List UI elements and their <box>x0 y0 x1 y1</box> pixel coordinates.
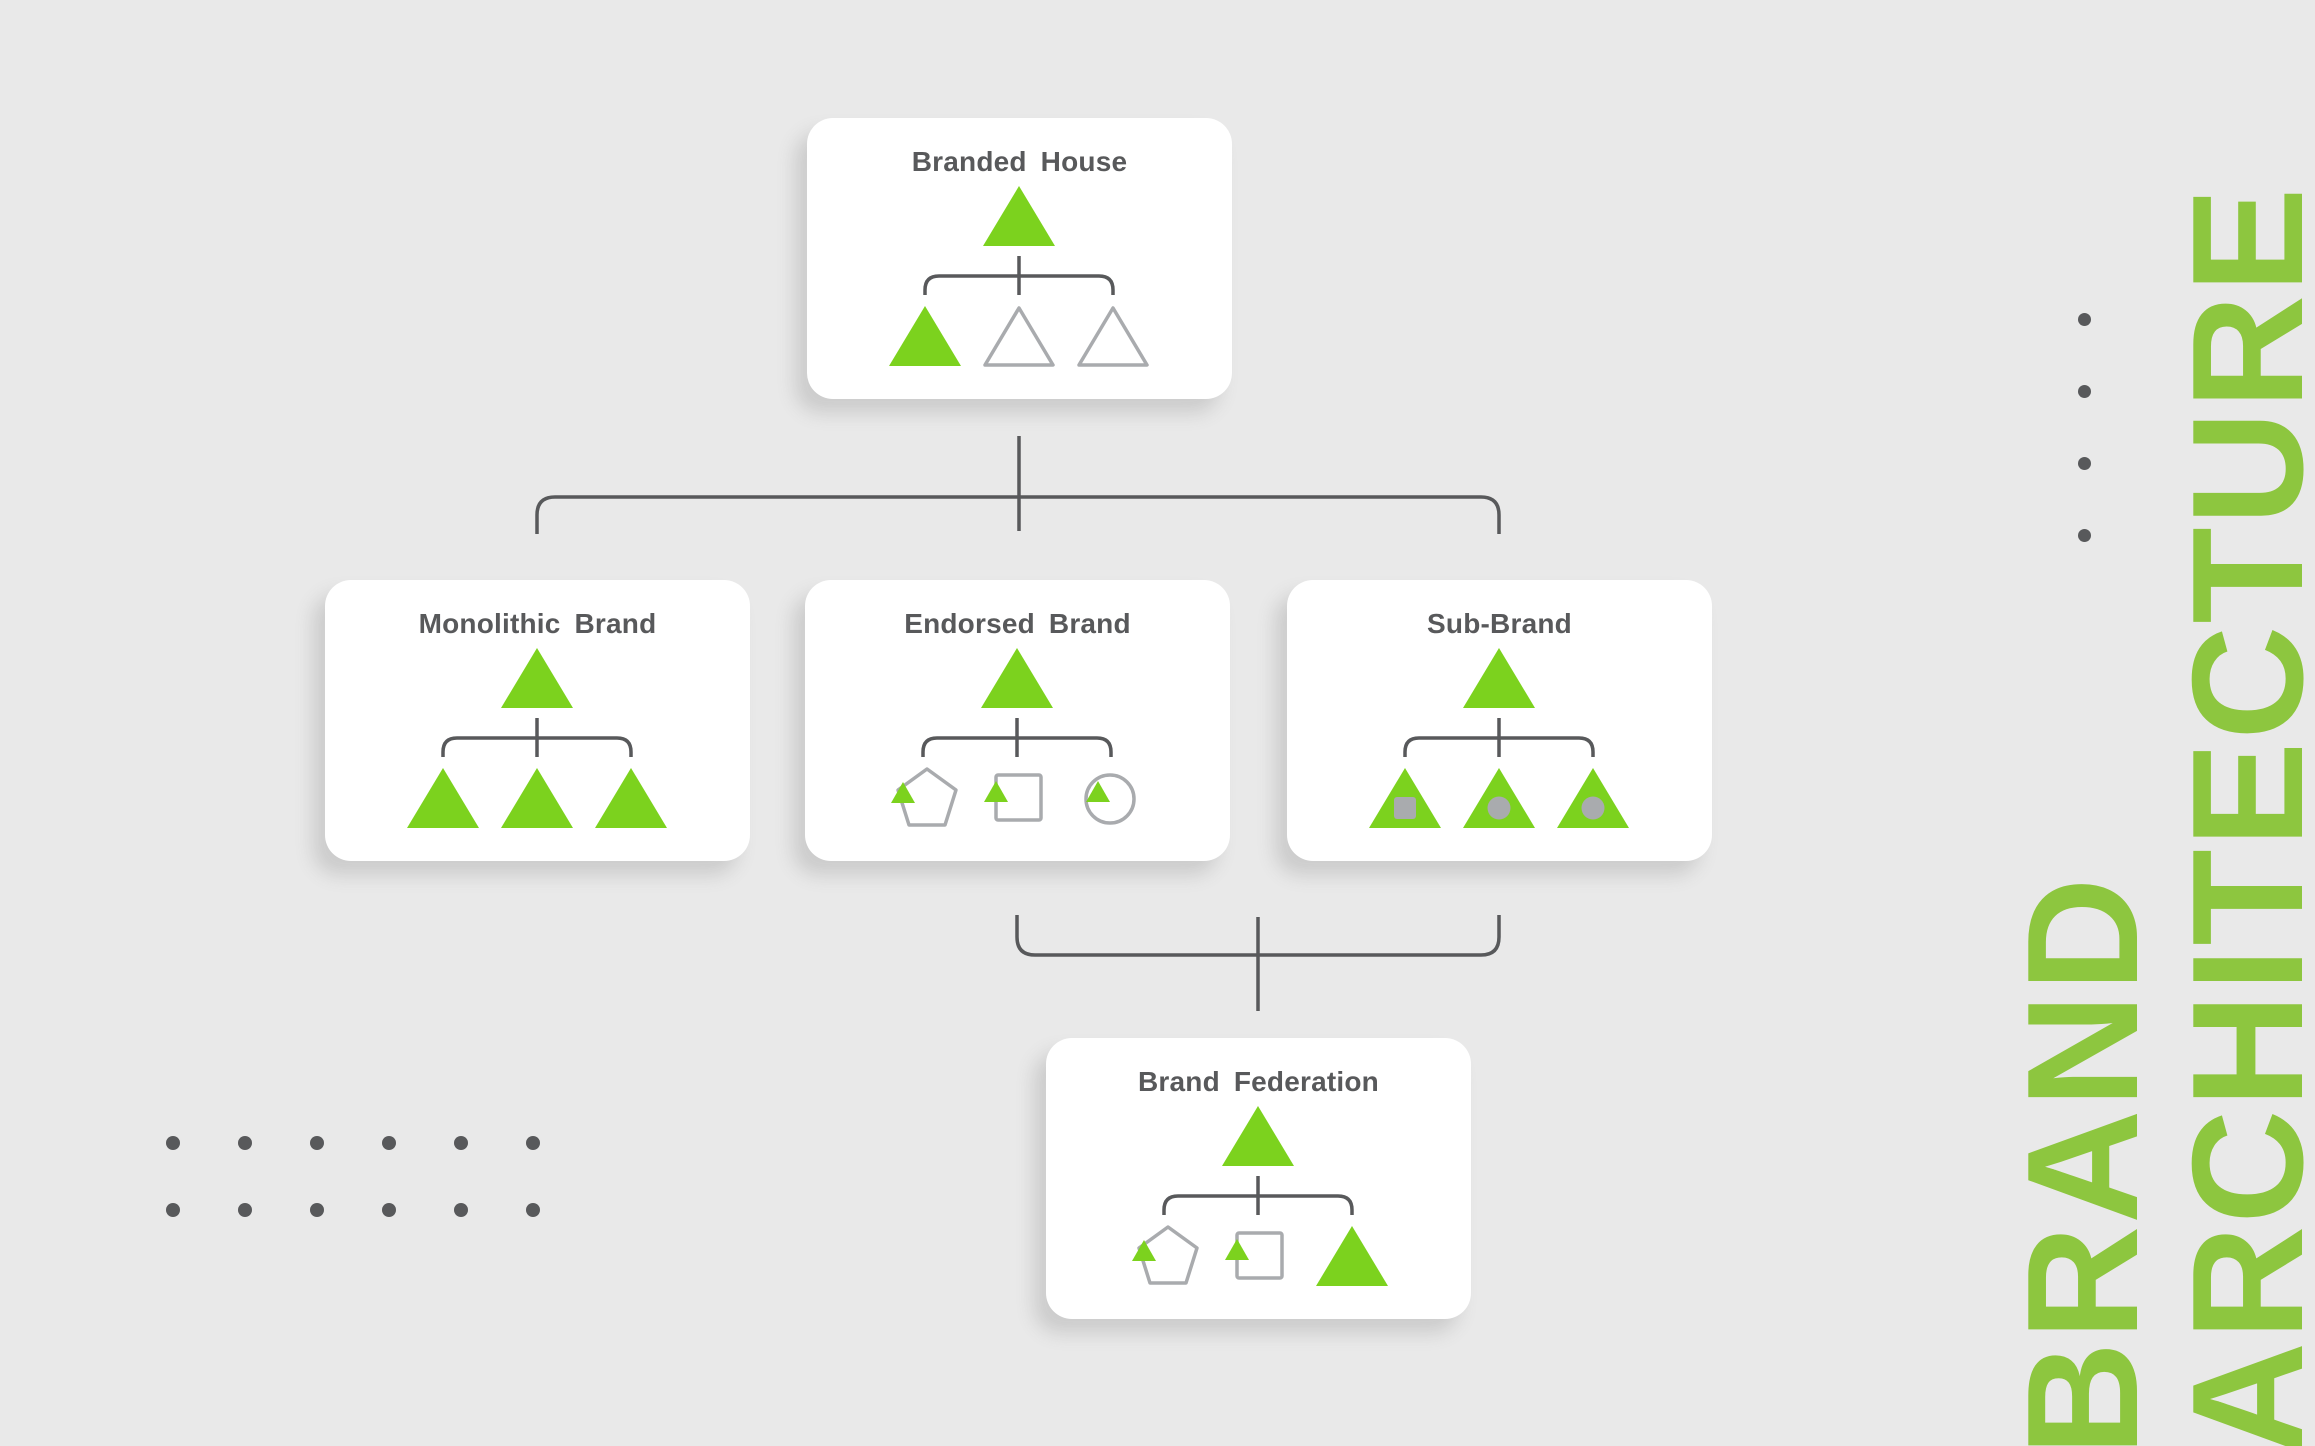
bracket-line <box>441 736 633 757</box>
dot-icon <box>238 1203 252 1217</box>
sub-brand-diagram <box>1369 648 1629 828</box>
endorsed-brand-diagram <box>891 648 1136 827</box>
child-triangle-outline-icon <box>983 306 1055 367</box>
bracket-line <box>921 736 1113 757</box>
card-branded-house: Branded House <box>807 118 1232 399</box>
left-dot-grid <box>166 1136 540 1217</box>
brand-federation-diagram <box>1132 1106 1388 1286</box>
card-title: Monolithic Brand <box>418 608 657 639</box>
card-endorsed-brand: Endorsed Brand <box>805 580 1230 861</box>
gray-circle-icon <box>1581 796 1605 820</box>
dot-icon <box>382 1203 396 1217</box>
gray-circle-icon <box>1487 796 1511 820</box>
bracket-line <box>1403 736 1595 757</box>
dot-icon <box>526 1203 540 1217</box>
gray-square-icon <box>1394 797 1416 819</box>
child-triangle-green-icon <box>407 768 479 828</box>
small-green-triangle-icon <box>891 782 915 803</box>
dot-icon <box>454 1136 468 1150</box>
parent-triangle-icon <box>1463 648 1535 708</box>
monolithic-brand-diagram <box>407 648 667 828</box>
bracket-line <box>1162 1194 1354 1215</box>
dot-icon <box>2078 385 2091 398</box>
dot-icon <box>166 1136 180 1150</box>
vertical-title-architecture: ARCHITECTURE <box>2160 185 2315 1446</box>
dot-icon <box>2078 313 2091 326</box>
card-monolithic-brand: Monolithic Brand <box>325 580 750 861</box>
dot-icon <box>238 1136 252 1150</box>
card-title: Sub-Brand <box>1427 608 1572 639</box>
connector-bottom-bracket <box>1015 915 1501 957</box>
vertical-title-brand: BRAND <box>1995 875 2171 1446</box>
circle-icon <box>1084 773 1136 825</box>
parent-triangle-icon <box>981 648 1053 708</box>
dot-icon <box>310 1203 324 1217</box>
parent-triangle-icon <box>1222 1106 1294 1166</box>
small-green-triangle-icon <box>1132 1240 1156 1261</box>
bracket-line <box>923 274 1115 295</box>
card-title: Branded House <box>911 146 1128 177</box>
dot-icon <box>2078 529 2091 542</box>
parent-triangle-icon <box>983 186 1055 246</box>
child-triangle-green-icon <box>1316 1226 1388 1286</box>
dot-icon <box>2078 457 2091 470</box>
child-triangle-green-icon <box>501 768 573 828</box>
parent-triangle-icon <box>501 648 573 708</box>
card-brand-federation: Brand Federation <box>1046 1038 1471 1319</box>
card-sub-brand: Sub-Brand <box>1287 580 1712 861</box>
child-triangle-green-icon <box>595 768 667 828</box>
dot-icon <box>382 1136 396 1150</box>
small-green-triangle-icon <box>1225 1239 1249 1260</box>
small-green-triangle-icon <box>1086 781 1110 802</box>
branded-house-diagram <box>889 186 1149 367</box>
dot-icon <box>310 1136 324 1150</box>
child-triangle-outline-icon <box>1077 306 1149 367</box>
right-dot-column <box>2078 313 2091 542</box>
child-triangle-green-icon <box>889 306 961 366</box>
dot-icon <box>454 1203 468 1217</box>
card-title: Endorsed Brand <box>904 608 1131 639</box>
dot-icon <box>166 1203 180 1217</box>
connector-top-bracket <box>535 495 1501 534</box>
small-green-triangle-icon <box>984 781 1008 802</box>
dot-icon <box>526 1136 540 1150</box>
card-title: Brand Federation <box>1137 1066 1379 1097</box>
